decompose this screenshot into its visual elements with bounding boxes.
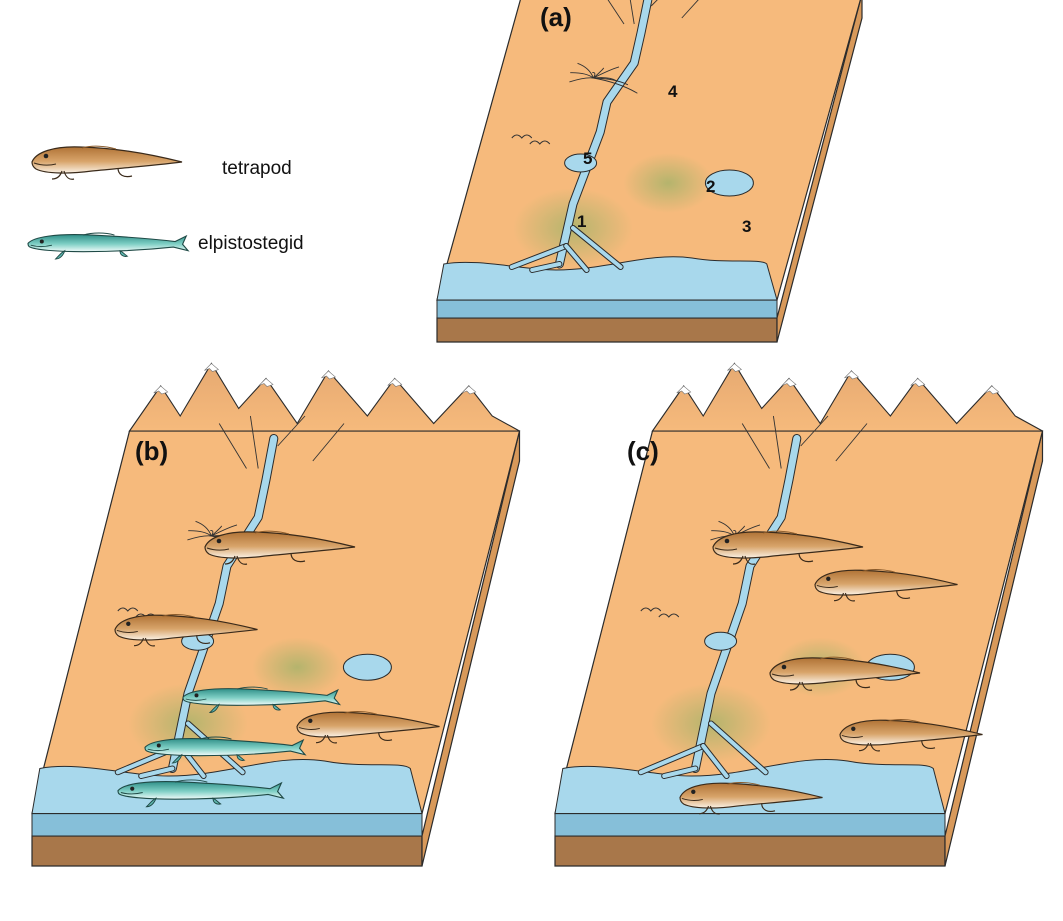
dune-mark <box>640 607 662 612</box>
distributary-channel <box>530 262 562 272</box>
mountain-stream <box>681 0 699 19</box>
vegetation-zone <box>623 153 714 213</box>
river <box>168 435 278 772</box>
block-base <box>31 835 423 867</box>
sea-front-edge <box>554 813 946 837</box>
drainage-channel <box>593 67 605 79</box>
dune-mark <box>117 607 139 612</box>
oxbow-lake <box>704 631 738 651</box>
drainage-channel <box>593 66 620 79</box>
zone-label-1: 1 <box>577 212 586 231</box>
panel-b-label: (b) <box>135 436 168 466</box>
mountain-stream <box>835 423 868 462</box>
mountain-stream <box>629 0 635 25</box>
distributary-channel <box>139 766 175 778</box>
distributary-channel <box>662 766 698 778</box>
zone-label-5: 5 <box>583 149 592 168</box>
snow-cap <box>676 385 692 395</box>
snow-cap <box>204 363 219 372</box>
snow-cap <box>781 378 797 387</box>
mountain-stream <box>218 423 247 469</box>
distributary-channel <box>701 744 729 778</box>
drainage-channel <box>577 62 594 79</box>
legend-tetrapod-icon <box>31 145 183 180</box>
zone-label-2: 2 <box>706 177 715 196</box>
panel-c <box>554 362 1044 867</box>
mountain-range <box>651 362 1043 432</box>
block-base <box>436 317 778 343</box>
panel-b <box>31 362 521 867</box>
zone-label-3: 3 <box>742 217 751 236</box>
river <box>555 0 652 268</box>
mountain-stream <box>277 415 306 447</box>
drainage-channel <box>188 530 212 537</box>
distributary-channel <box>564 244 589 272</box>
distributary-channel <box>709 721 768 775</box>
block-base <box>554 835 946 867</box>
snow-cap <box>984 385 1000 395</box>
zone-label-4: 4 <box>668 82 678 101</box>
drainage-channel <box>593 77 629 86</box>
dune-mark <box>658 613 680 618</box>
snow-cap <box>387 378 403 387</box>
panel-c-label: (c) <box>627 436 659 466</box>
block-side-wall <box>776 0 863 343</box>
snow-cap <box>910 378 926 387</box>
snow-cap <box>258 378 274 387</box>
oxbow-lake <box>564 153 598 173</box>
drainage-channel <box>569 77 594 83</box>
mountain-stream <box>772 415 782 469</box>
drainage-channel <box>187 535 212 541</box>
lake <box>704 169 754 197</box>
lake <box>342 653 392 681</box>
dune-mark <box>529 140 551 145</box>
snow-cap <box>727 363 742 372</box>
legend-elpistostegid-icon <box>27 232 189 260</box>
snow-cap <box>321 370 336 380</box>
mountain-stream <box>800 415 829 447</box>
drainage-channel <box>570 72 594 79</box>
sea-front-edge <box>31 813 423 837</box>
drainage-channel <box>593 77 638 94</box>
mountain-stream <box>607 0 625 25</box>
block-side-wall <box>421 430 521 867</box>
legend <box>27 145 189 260</box>
sea-front-edge <box>436 299 778 319</box>
distributary-channel <box>571 226 623 269</box>
legend-label-elpistostegid: elpistostegid <box>198 233 304 254</box>
drainage-channel <box>195 520 212 537</box>
panel-a-label: (a) <box>540 2 572 32</box>
mountain-stream <box>650 0 658 7</box>
river <box>691 435 801 772</box>
drainage-channel <box>211 524 238 537</box>
snow-cap <box>844 370 859 380</box>
block-side-wall <box>944 430 1044 867</box>
drainage-channel <box>211 525 223 537</box>
vegetation-zone <box>252 637 343 698</box>
dune-mark <box>511 134 533 139</box>
sea <box>436 256 778 301</box>
mountain-stream <box>741 423 770 469</box>
mountain-stream <box>312 423 345 462</box>
distributary-channel <box>638 744 706 775</box>
snow-cap <box>461 385 477 395</box>
panel-a <box>436 0 863 343</box>
legend-label-tetrapod: tetrapod <box>222 158 292 179</box>
mountain-stream <box>249 415 259 469</box>
snow-cap <box>153 385 169 395</box>
mountain-range <box>128 362 520 432</box>
distributary-channel <box>509 244 569 269</box>
